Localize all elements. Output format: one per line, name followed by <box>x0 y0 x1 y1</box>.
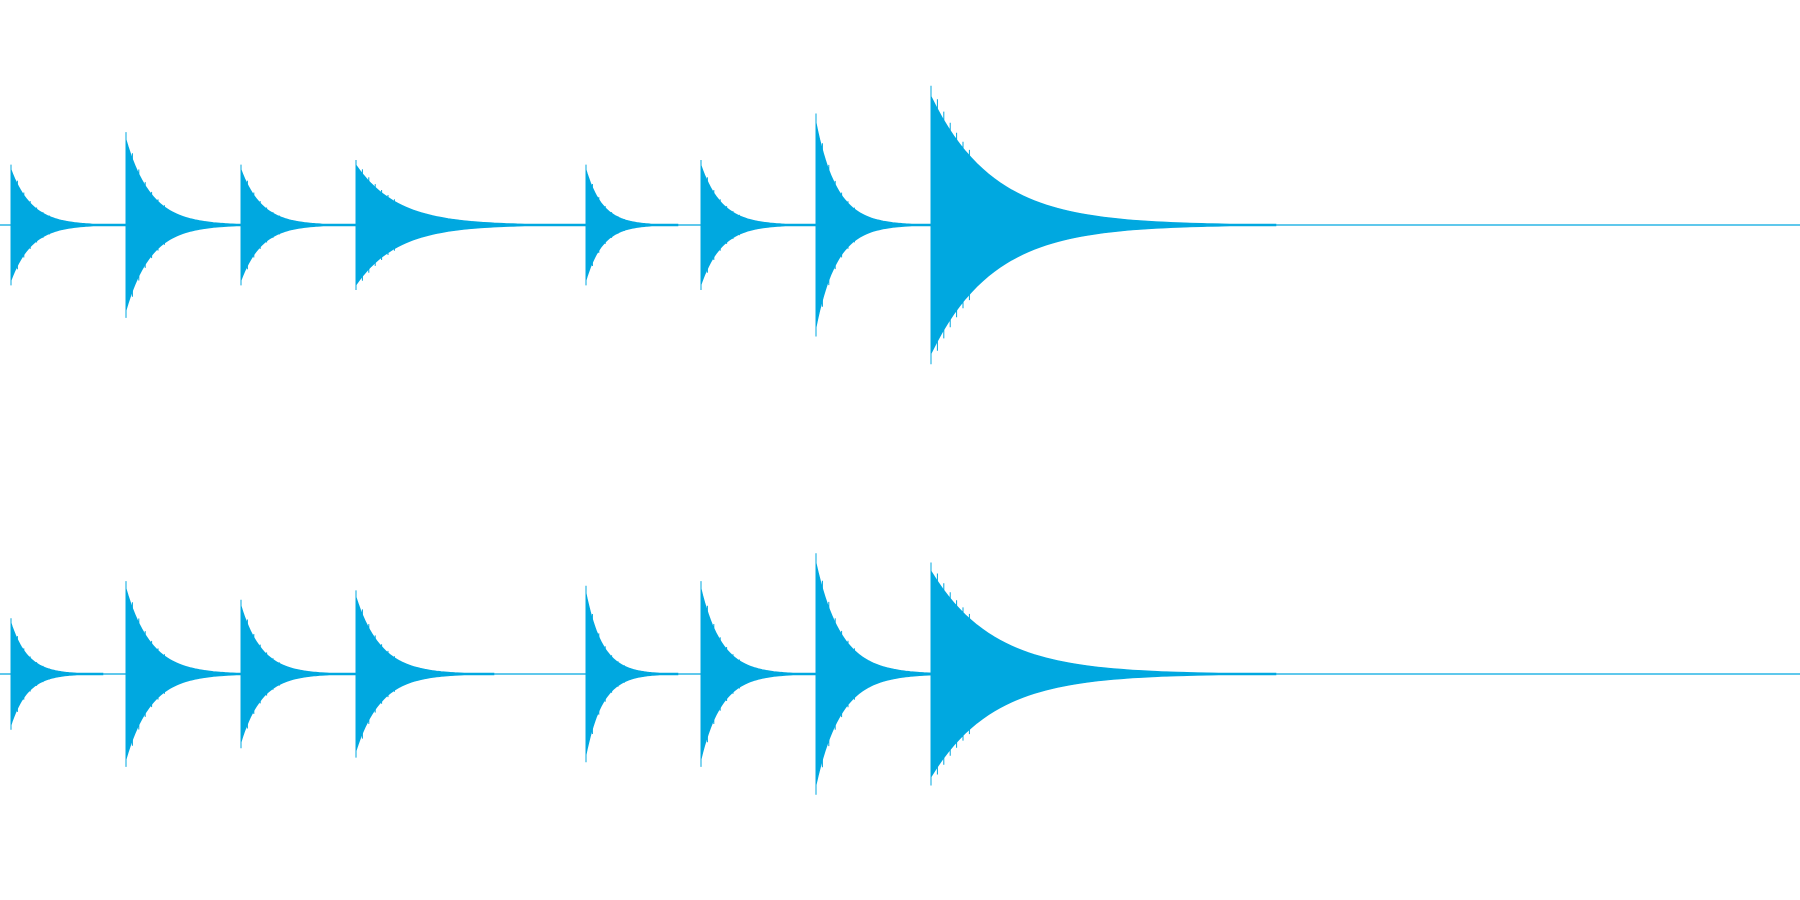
waveform-burst <box>585 592 679 756</box>
waveform-burst <box>930 569 1277 779</box>
waveform-burst <box>355 163 587 287</box>
waveform-burst <box>240 168 357 282</box>
waveform-burst <box>585 169 679 281</box>
waveform-burst <box>355 596 495 752</box>
waveform-channel-2 <box>0 553 1800 795</box>
waveform-burst <box>10 168 127 282</box>
waveform-burst <box>700 164 817 286</box>
waveform-burst <box>930 95 1277 355</box>
waveform-burst <box>700 587 817 761</box>
waveform-burst <box>815 121 932 329</box>
waveform-channel-1 <box>0 85 1800 365</box>
waveform-burst <box>240 605 357 743</box>
waveform-burst <box>10 622 104 726</box>
